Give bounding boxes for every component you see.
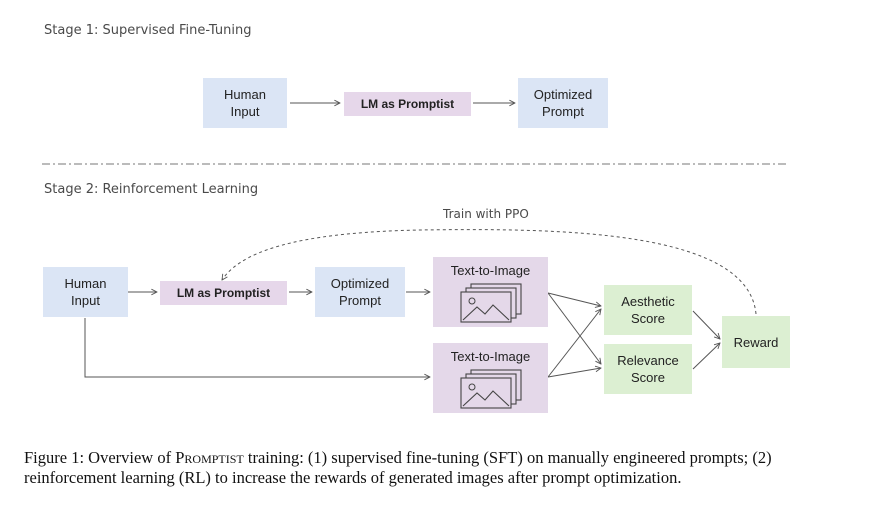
s1-human-input-box: Human Input: [203, 78, 287, 128]
aesthetic-score-box: Aesthetic Score: [604, 285, 692, 335]
s2-human-input-box: Human Input: [43, 267, 128, 317]
caption-text: training: (1) supervised fine-tuning (SF…: [24, 448, 772, 487]
image-stack-icon: [460, 369, 522, 409]
s2-optimized-prompt-box: Optimized Prompt: [315, 267, 405, 317]
arrow-t2i-top-to-aesthetic: [547, 292, 601, 306]
t2i-bottom-box: Text-to-Image: [433, 343, 548, 413]
stage1-label: Stage 1: Supervised Fine-Tuning: [44, 23, 252, 38]
caption-method-name: Promptist: [175, 448, 244, 467]
arrow-t2i-top-to-relevance: [547, 292, 601, 364]
s2-lm-promptist-box: LM as Promptist: [160, 281, 287, 305]
caption-prefix: Figure 1: Overview of: [24, 448, 176, 467]
s1-optimized-prompt-box: Optimized Prompt: [518, 78, 608, 128]
arrow-aesthetic-to-reward: [692, 310, 720, 339]
figure-caption: Figure 1: Overview of Promptist training…: [24, 448, 844, 488]
s1-lm-promptist-box: LM as Promptist: [344, 92, 471, 116]
image-stack-icon: [460, 283, 522, 323]
arrow-relevance-to-reward: [692, 343, 720, 370]
t2i-bottom-label: Text-to-Image: [450, 349, 531, 364]
arrow-s2-input-to-t2i-bottom: [84, 318, 430, 377]
ppo-label: Train with PPO: [443, 207, 529, 221]
t2i-top-label: Text-to-Image: [450, 263, 531, 278]
stage2-label: Stage 2: Reinforcement Learning: [44, 182, 259, 197]
reward-box: Reward: [722, 316, 790, 368]
arrow-t2i-bottom-to-aesthetic: [547, 309, 601, 378]
arrow-t2i-bottom-to-relevance: [547, 368, 601, 378]
ppo-feedback-arrow: [222, 229, 757, 315]
t2i-top-box: Text-to-Image: [433, 257, 548, 327]
relevance-score-box: Relevance Score: [604, 344, 692, 394]
